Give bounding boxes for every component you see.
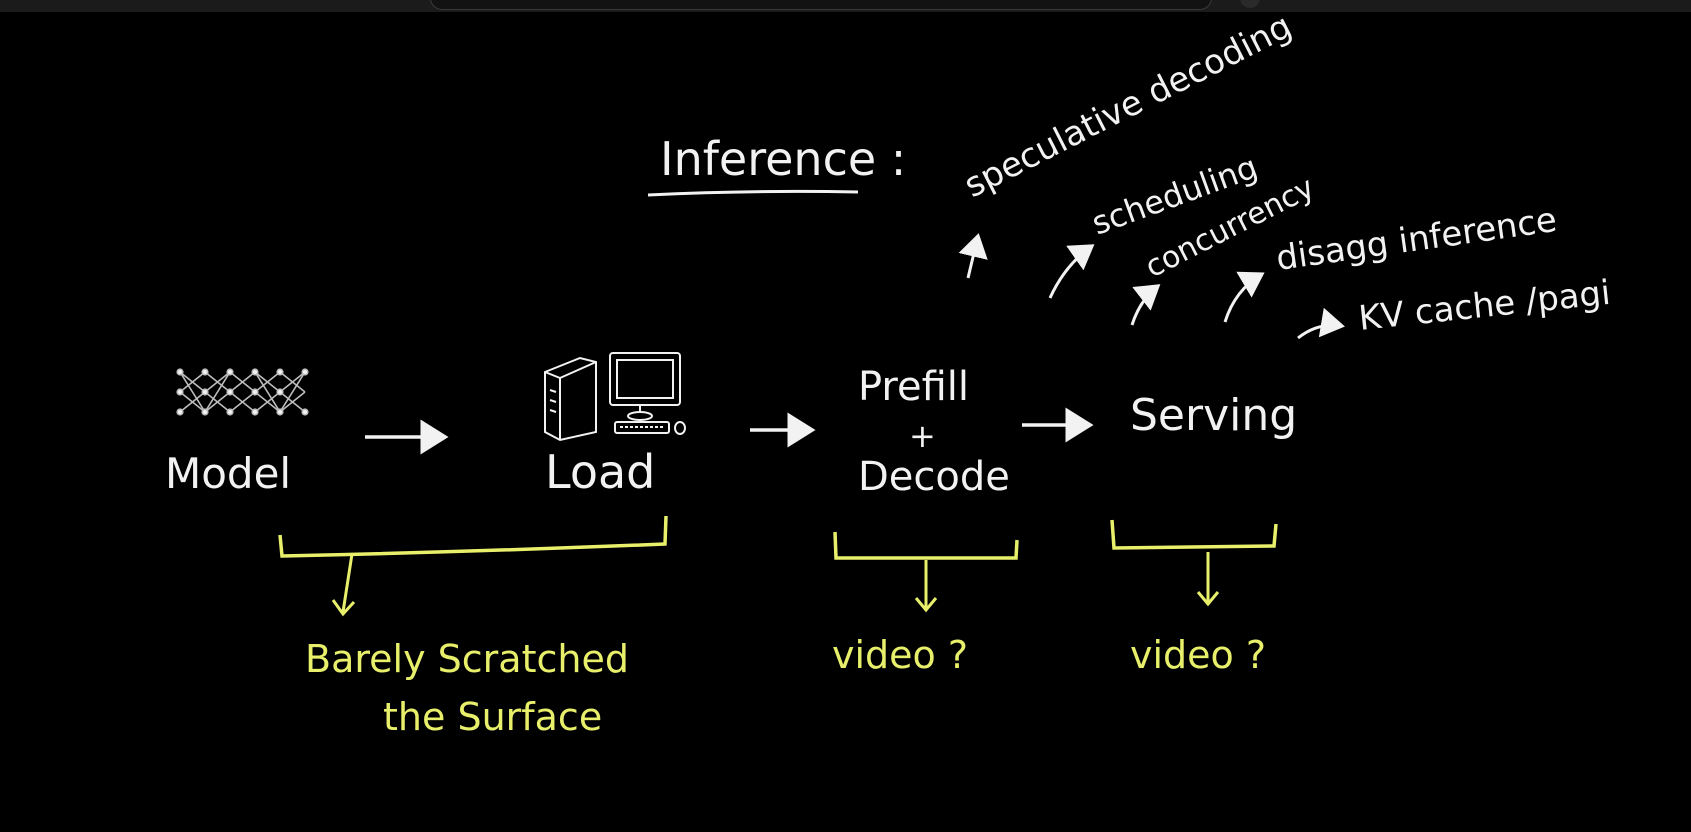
topic-disagg-inference: disagg inference <box>1274 200 1560 279</box>
arrow-to-video-serving <box>1196 552 1220 607</box>
plus-sign: + <box>909 417 936 455</box>
note-video-prefill: video ? <box>832 633 968 677</box>
bracket-prefill-decode <box>833 531 1019 560</box>
note-video-serving: video ? <box>1130 633 1266 677</box>
arrow-to-concurrency <box>1130 284 1161 326</box>
title-underline <box>647 189 859 197</box>
note-the-surface: the Surface <box>383 695 602 739</box>
arrow-to-disagg <box>1223 271 1265 323</box>
prefill-label: Prefill <box>858 364 969 410</box>
load-label: Load <box>545 445 655 499</box>
serving-label: Serving <box>1130 390 1297 441</box>
note-barely-scratched: Barely Scratched <box>305 637 629 681</box>
neural-network-icon <box>176 368 309 416</box>
arrow-to-video-prefill <box>914 560 938 613</box>
model-label: Model <box>165 449 291 498</box>
diagram-title: Inference : <box>660 132 906 186</box>
topic-kv-cache: KV cache /pagi <box>1357 273 1613 339</box>
arrow-to-scheduling <box>1048 244 1095 299</box>
decode-label: Decode <box>858 454 1010 500</box>
arrow-to-speculative <box>958 233 988 279</box>
video-top-bar <box>0 0 1691 12</box>
avatar-edge <box>1240 0 1260 8</box>
bracket-serving <box>1110 519 1278 550</box>
bracket-model-load <box>278 515 668 558</box>
desktop-computer-icon <box>544 352 686 442</box>
arrow-to-scratched-note <box>331 553 356 617</box>
arrow-to-kv-cache <box>1297 307 1345 340</box>
